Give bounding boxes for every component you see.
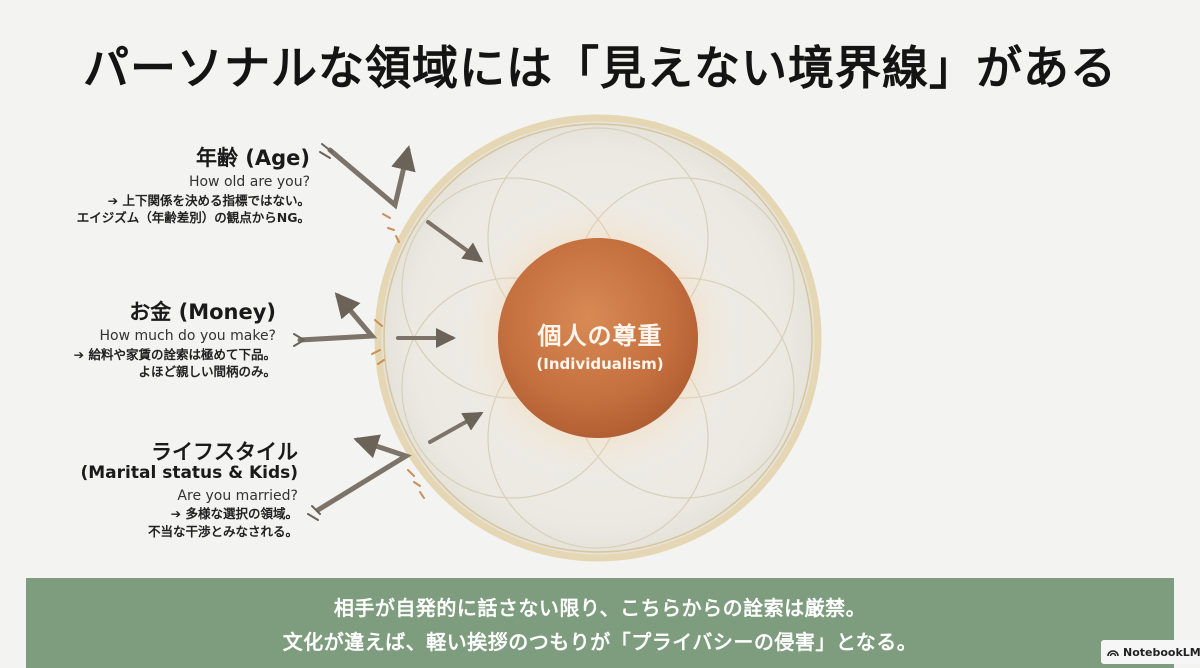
notebooklm-label: NotebookLM <box>1123 645 1200 659</box>
core-label-block: 個人の尊重 (Individualism) <box>500 316 700 373</box>
core-label: 個人の尊重 <box>537 322 663 350</box>
slide-title: パーソナルな領域には「見えない境界線」がある <box>83 41 1117 95</box>
topic-age-note-1: ➔ 上下関係を決める指標ではない。 <box>107 192 310 208</box>
notebooklm-badge: NotebookLM <box>1101 640 1200 664</box>
topic-lifestyle-note-1: ➔ 多様な選択の領域。 <box>170 506 298 522</box>
topic-age-heading: 年齢 (Age) <box>195 146 310 170</box>
money-arrows <box>293 292 456 365</box>
topic-money: お金 (Money) How much do you make? ➔ 給料や家賃… <box>0 300 276 381</box>
footer-banner: 相手が自発的に話さない限り、こちらからの詮索は厳禁。 文化が違えば、軽い挨拶のつ… <box>26 578 1174 668</box>
topic-age: 年齢 (Age) How old are you? ➔ 上下関係を決める指標では… <box>20 146 310 227</box>
topic-lifestyle-heading-sub: (Marital status & Kids) <box>80 463 299 484</box>
footer-line-2: 文化が違えば、軽い挨拶のつもりが「プライバシーの侵害」となる。 <box>282 630 918 654</box>
footer-line-1: 相手が自発的に話さない限り、こちらからの詮索は厳禁。 <box>333 596 867 620</box>
core-circle <box>498 238 698 438</box>
topic-lifestyle-question: Are you married? <box>177 487 298 504</box>
topic-money-note-1: ➔ 給料や家賃の詮索は極めて下品。 <box>73 346 276 362</box>
topic-lifestyle-heading: ライフスタイル <box>151 440 298 464</box>
lifestyle-arrows <box>307 412 484 521</box>
age-arrows <box>319 143 484 263</box>
topic-money-heading: お金 (Money) <box>129 300 276 324</box>
topic-lifestyle: ライフスタイル (Marital status & Kids) Are you … <box>8 440 299 540</box>
topic-money-question: How much do you make? <box>99 328 276 345</box>
core-sublabel: (Individualism) <box>536 355 664 373</box>
topic-age-question: How old are you? <box>188 174 310 191</box>
topic-money-note-2: よほど親しい間柄のみ。 <box>138 364 276 380</box>
topic-age-note-2: エイジズム（年齢差別）の観点からNG。 <box>76 210 310 226</box>
topic-lifestyle-note-2: 不当な干渉とみなされる。 <box>147 523 298 539</box>
notebooklm-logo-icon <box>1107 650 1119 657</box>
